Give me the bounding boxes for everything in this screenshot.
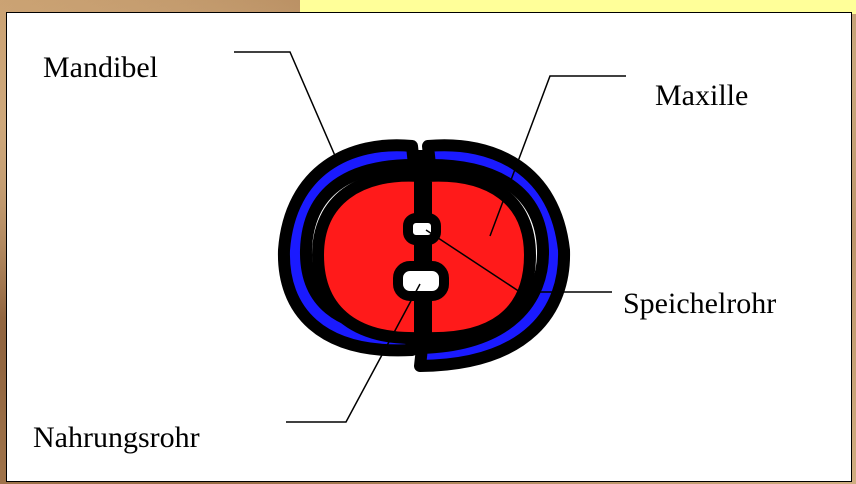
- nahrungsrohr-tube: [398, 266, 444, 296]
- leader-mandibel: [234, 52, 336, 158]
- maxille-right: [426, 176, 530, 338]
- speichelrohr-tube: [408, 218, 436, 240]
